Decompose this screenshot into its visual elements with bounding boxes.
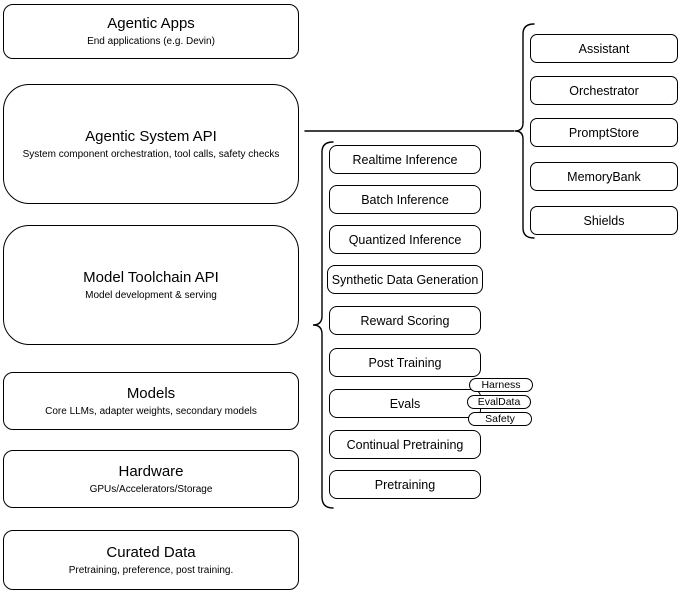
- node-curated-data: Curated Data Pretraining, preference, po…: [3, 530, 299, 590]
- node-promptstore: PromptStore: [530, 118, 678, 147]
- node-subtitle: Model development & serving: [85, 289, 217, 301]
- node-subtitle: Pretraining, preference, post training.: [68, 564, 234, 576]
- node-label: EvalData: [477, 396, 521, 408]
- node-models: Models Core LLMs, adapter weights, secon…: [3, 372, 299, 430]
- node-pretraining: Pretraining: [329, 470, 481, 499]
- node-subtitle: System component orchestration, tool cal…: [22, 148, 280, 160]
- node-label: PromptStore: [568, 125, 640, 140]
- node-subtitle: Core LLMs, adapter weights, secondary mo…: [45, 405, 257, 417]
- node-evals: Evals: [329, 389, 481, 418]
- node-synthetic-data-generation: Synthetic Data Generation: [327, 265, 483, 294]
- node-hardware: Hardware GPUs/Accelerators/Storage: [3, 450, 299, 508]
- node-assistant: Assistant: [530, 34, 678, 63]
- node-label: Shields: [583, 213, 625, 228]
- node-label: Continual Pretraining: [346, 437, 464, 452]
- node-label: Reward Scoring: [360, 313, 450, 328]
- node-title: Models: [126, 384, 176, 402]
- node-realtime-inference: Realtime Inference: [329, 145, 481, 174]
- node-subtitle: End applications (e.g. Devin): [87, 36, 215, 47]
- node-title: Agentic System API: [85, 127, 217, 145]
- node-label: Realtime Inference: [352, 152, 458, 167]
- node-reward-scoring: Reward Scoring: [329, 306, 481, 335]
- node-continual-pretraining: Continual Pretraining: [329, 430, 481, 459]
- node-title: Model Toolchain API: [83, 268, 219, 286]
- node-post-training: Post Training: [329, 348, 481, 377]
- node-title: Curated Data: [106, 543, 196, 561]
- node-orchestrator: Orchestrator: [530, 76, 678, 105]
- node-eval-safety: Safety: [468, 412, 532, 426]
- node-model-toolchain-api: Model Toolchain API Model development & …: [3, 225, 299, 345]
- node-title: Hardware: [118, 462, 184, 480]
- node-memorybank: MemoryBank: [530, 162, 678, 191]
- node-label: Synthetic Data Generation: [331, 272, 479, 287]
- node-eval-evaldata: EvalData: [467, 395, 531, 409]
- node-label: Post Training: [368, 355, 442, 370]
- node-shields: Shields: [530, 206, 678, 235]
- node-label: Harness: [481, 379, 521, 391]
- node-title: Agentic Apps: [107, 15, 195, 32]
- node-label: Orchestrator: [569, 83, 639, 98]
- node-label: Batch Inference: [361, 192, 449, 207]
- node-batch-inference: Batch Inference: [329, 185, 481, 214]
- node-label: Pretraining: [374, 477, 436, 492]
- node-eval-harness: Harness: [469, 378, 533, 392]
- node-label: MemoryBank: [567, 169, 641, 184]
- node-agentic-apps: Agentic Apps End applications (e.g. Devi…: [3, 4, 299, 59]
- node-label: Quantized Inference: [348, 232, 462, 247]
- node-quantized-inference: Quantized Inference: [329, 225, 481, 254]
- node-label: Evals: [389, 396, 421, 411]
- node-label: Assistant: [578, 41, 630, 56]
- node-subtitle: GPUs/Accelerators/Storage: [89, 483, 213, 495]
- node-agentic-system-api: Agentic System API System component orch…: [3, 84, 299, 204]
- node-label: Safety: [485, 413, 515, 425]
